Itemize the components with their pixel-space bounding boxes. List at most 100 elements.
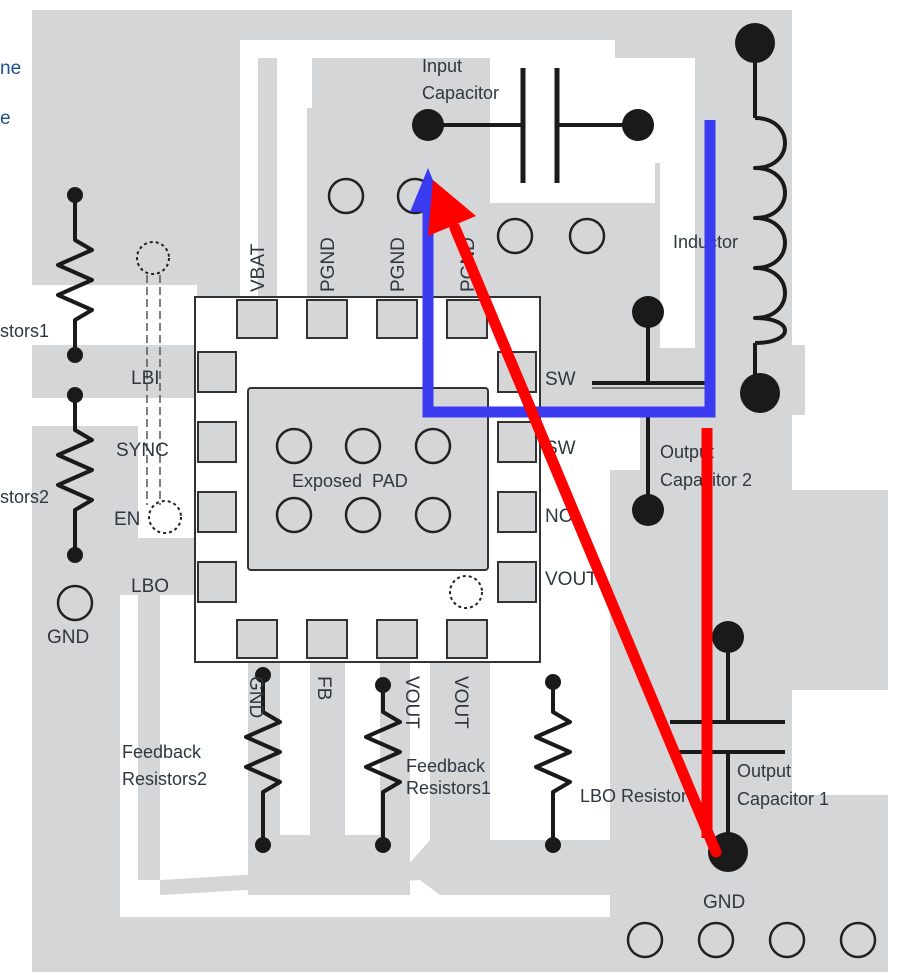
gap-right-between <box>792 690 888 795</box>
pin-label-right-3: NC <box>545 506 572 527</box>
node-lbo-bottom <box>545 837 561 853</box>
via-top-4 <box>568 217 606 255</box>
pin-label-bottom-1: GND <box>245 676 266 718</box>
pin-right-3 <box>497 491 537 533</box>
gap-gnd-left <box>198 660 248 895</box>
pin-right-4 <box>497 561 537 603</box>
left-resistor-1 <box>56 195 94 355</box>
pin-bottom-1 <box>236 619 278 659</box>
via-gnd-left <box>56 584 94 622</box>
blue-loop-path <box>422 120 716 418</box>
feedback-resistors2-label-1: Feedback <box>122 742 202 762</box>
pin-right-2 <box>497 421 537 463</box>
gap-top-small <box>307 58 312 108</box>
feedback-resistors1-label-1: Feedback <box>406 756 486 776</box>
pin-top-1 <box>236 299 278 339</box>
pin-label-top-2: PGND <box>318 237 339 292</box>
pin-label-left-4: LBO <box>131 576 169 597</box>
copper-fb <box>310 660 345 835</box>
output-capacitor1-label-2: Capacitor 1 <box>737 789 829 809</box>
gnd-bottom-label: GND <box>703 892 745 913</box>
pin-label-right-1: SW <box>545 369 576 390</box>
red-loop-arrowhead <box>428 180 476 236</box>
gap-fb-left <box>280 660 310 835</box>
input-capacitor-label-1: Input <box>422 56 462 76</box>
pin-label-left-2: SYNC <box>116 440 169 461</box>
gap-right-bottom <box>888 490 910 976</box>
node-fb1-bottom <box>375 837 391 853</box>
via-gnd-1 <box>626 921 664 959</box>
gap-right-top <box>792 0 910 345</box>
node-left-r1-top <box>67 187 83 203</box>
feedback-resistor-1 <box>364 685 402 845</box>
dotted-vias <box>136 241 182 534</box>
lbo-resistor-label: LBO Resistor <box>580 786 687 806</box>
node-out-cap1-top <box>712 621 744 653</box>
pin-label-top-1: VBAT <box>248 243 269 292</box>
output-capacitor2-label-1: Output <box>660 442 714 462</box>
via-pgnd-1 <box>327 177 365 215</box>
node-left-r1-bottom <box>67 347 83 363</box>
node-out-cap2-bottom <box>632 494 664 526</box>
left-resistor-2 <box>56 395 94 555</box>
text-labels: ne e Input Capacitor Inductor Output Cap… <box>0 56 829 913</box>
pin-label-left-1: LBI <box>131 368 160 389</box>
left-resistors2-label: stors2 <box>0 487 49 507</box>
gap-fb-right <box>345 660 380 835</box>
left-resistors1-label: stors1 <box>0 321 49 341</box>
pin-bottom-2 <box>306 619 348 659</box>
node-inductor-bottom <box>740 373 780 413</box>
pin-bottom-3 <box>376 619 418 659</box>
gap-top-band <box>240 40 615 58</box>
nodes <box>67 23 780 872</box>
gap-vout-left <box>410 660 430 855</box>
output-capacitor1-label-1: Output <box>737 761 791 781</box>
dotted-via-lbi <box>136 241 170 275</box>
cut-text-1: ne <box>0 58 21 79</box>
pin-left-4 <box>197 561 237 603</box>
gap-left-edge <box>0 0 32 976</box>
red-loop-diagonal <box>449 222 722 858</box>
via-gnd-4 <box>839 921 877 959</box>
node-left-r2-top <box>67 387 83 403</box>
input-capacitor-label-2: Capacitor <box>422 83 499 103</box>
node-fb2-top <box>255 667 271 683</box>
pad-dotted-via <box>449 575 483 609</box>
gap-left-sync <box>138 426 198 538</box>
via-top-3 <box>496 217 534 255</box>
pin-left-2 <box>197 421 237 463</box>
pin-label-bottom-2: FB <box>313 676 334 700</box>
pin-bottom-4 <box>446 619 488 659</box>
node-input-cap-left <box>412 109 444 141</box>
node-input-cap-right <box>622 109 654 141</box>
pin-label-top-3: PGND <box>388 237 409 292</box>
pad-via-6 <box>414 496 452 534</box>
node-out-cap1-bottom <box>708 832 748 872</box>
pin-label-bottom-3: VOUT <box>401 676 422 729</box>
node-lbo-top <box>545 674 561 690</box>
vias <box>56 177 877 959</box>
dotted-via-en <box>148 500 182 534</box>
lbo-resistor <box>534 682 572 845</box>
node-fb1-top <box>375 677 391 693</box>
pin-top-4 <box>446 299 488 339</box>
lbi-dashed-link <box>146 275 161 505</box>
feedback-resistor-2 <box>244 675 282 845</box>
cut-text-2: e <box>0 108 11 129</box>
pin-top-2 <box>306 299 348 339</box>
pin-left-3 <box>197 491 237 533</box>
gap-bottom-band <box>120 895 610 917</box>
pin-top-3 <box>376 299 418 339</box>
pin-label-left-3: EN <box>114 509 140 530</box>
copper-gnd-bottom <box>610 795 888 972</box>
pin-label-bottom-4: VOUT <box>450 676 471 729</box>
node-out-cap2-top <box>632 296 664 328</box>
via-gnd-2 <box>697 921 735 959</box>
gap-left-lbi <box>32 398 197 426</box>
copper-gnd-return <box>160 840 610 895</box>
gap-vbat-left <box>240 40 258 300</box>
pad-via-5 <box>344 496 382 534</box>
inductor-coil <box>753 116 787 345</box>
